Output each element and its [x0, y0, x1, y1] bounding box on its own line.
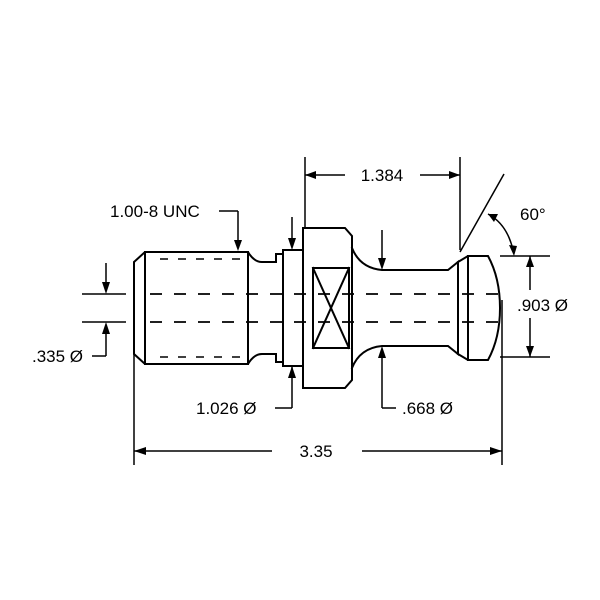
angle-extension-line — [459, 173, 505, 253]
dim-flange-diameter: 1.026 Ø — [196, 399, 292, 418]
overall-length-label: 3.35 — [299, 442, 332, 461]
thread-callout: 1.00-8 UNC — [110, 202, 242, 251]
dim-neck-diameter: .668 Ø — [378, 230, 453, 418]
threaded-shank — [133, 251, 284, 365]
pilot-diameter-label: .335 Ø — [32, 347, 83, 366]
dim-flange-to-end: 1.384 — [304, 157, 461, 250]
angle-label: 60° — [520, 205, 546, 224]
retention-head — [456, 255, 502, 361]
dim-angle: 60° — [459, 173, 546, 256]
neck-diameter-label: .668 Ø — [402, 399, 453, 418]
flange-diameter-label: 1.026 Ø — [196, 399, 257, 418]
thread-marks — [160, 258, 240, 358]
dim-pilot-diameter: .335 Ø — [32, 263, 126, 366]
thread-callout-label: 1.00-8 UNC — [110, 202, 200, 221]
head-diameter-label: .903 Ø — [517, 296, 568, 315]
dim-head-diameter: .903 Ø — [500, 255, 568, 358]
dim-overall-length: 3.35 — [133, 300, 503, 465]
collar-arrows — [288, 217, 296, 408]
part-outline — [133, 227, 505, 389]
main-flange — [302, 227, 353, 389]
collar-ring — [282, 249, 304, 367]
wrench-flat-cross-b — [311, 266, 351, 350]
dim-flange-to-end-label: 1.384 — [361, 166, 404, 185]
wrench-flat — [312, 267, 350, 349]
neck — [350, 246, 459, 370]
